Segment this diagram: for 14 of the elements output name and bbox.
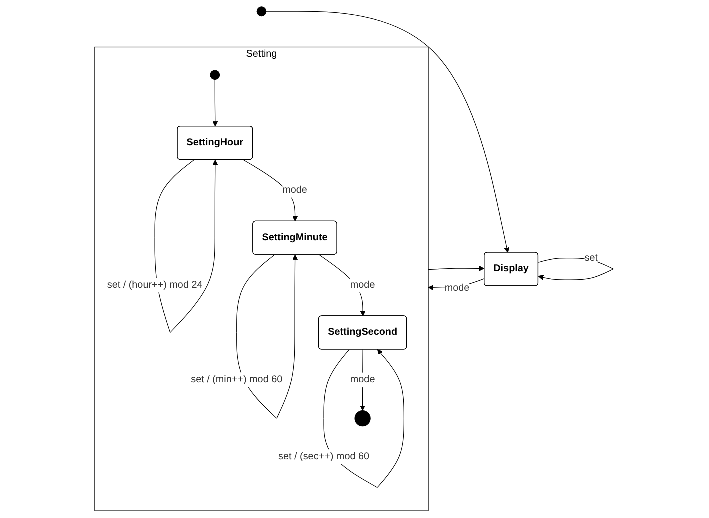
edge-label: set	[584, 252, 598, 264]
edge-label: mode	[350, 374, 376, 386]
edge-label: set / (hour++) mod 24	[108, 280, 203, 290]
edge-label: mode	[350, 280, 376, 290]
edge-label: mode	[282, 184, 308, 196]
node-bullseye	[354, 410, 372, 427]
edge-label: set / (min++) mod 60	[191, 374, 283, 386]
edge-label: set / (sec++) mod 60	[278, 451, 370, 462]
node-circle	[210, 70, 220, 80]
arrow	[212, 80, 218, 127]
arrow	[266, 11, 510, 254]
node-circle	[257, 6, 267, 17]
edge-label: mode	[445, 283, 470, 294]
arrow	[428, 266, 485, 272]
